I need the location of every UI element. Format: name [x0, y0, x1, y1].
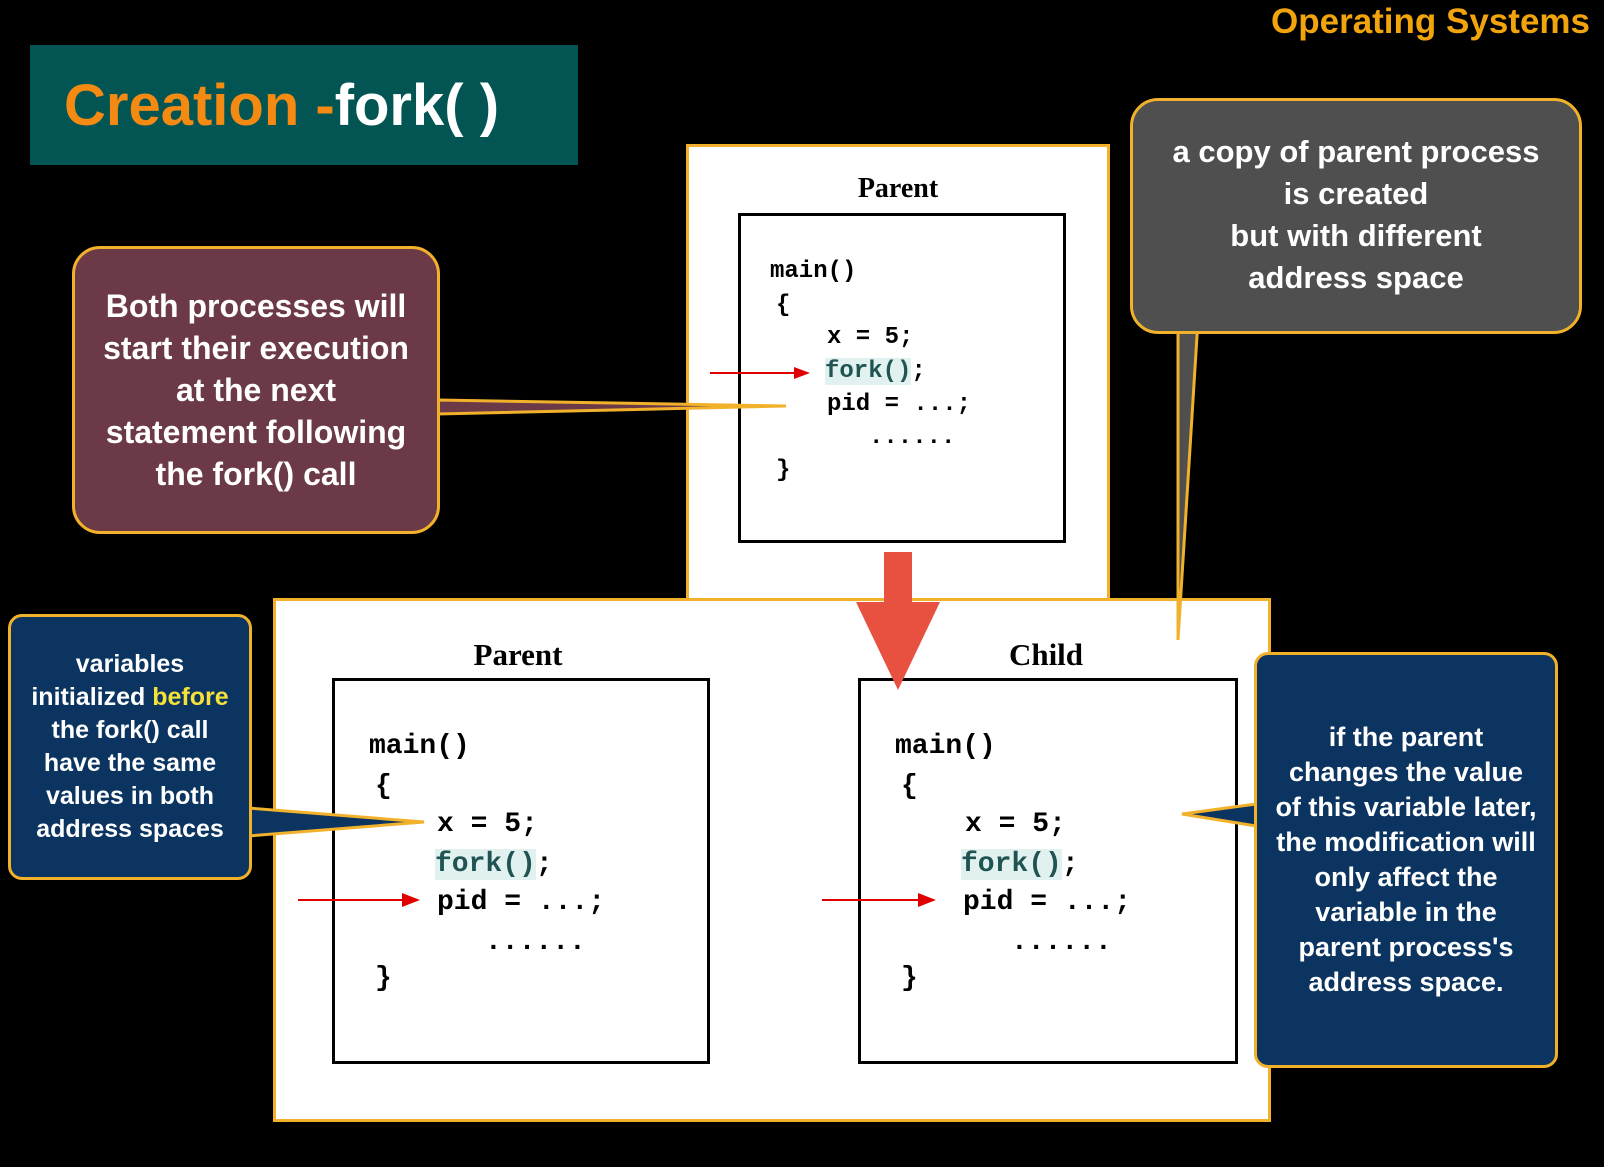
code-pid: pid = ...; [963, 887, 1132, 918]
execution-callout-pointer [436, 398, 787, 416]
code-assign: x = 5; [827, 324, 914, 351]
code-close-brace: } [375, 963, 392, 994]
bottom-child-box: main() { x = 5; fork(); pid = ...; .....… [858, 678, 1238, 1064]
code-open-brace: { [776, 292, 791, 319]
code-dots: ...... [869, 424, 956, 451]
bottom-parent-box: main() { x = 5; fork(); pid = ...; .....… [332, 678, 710, 1064]
course-name: Operating Systems [1271, 2, 1590, 41]
top-process-panel: Parent main() { x = 5; fork(); pid = ...… [686, 144, 1110, 606]
top-pointer-arrow-icon [710, 367, 810, 379]
title-main: Creation - [64, 72, 335, 138]
modification-callout: if the parent changes the value of this … [1254, 652, 1558, 1068]
fork-arrow-icon [856, 552, 940, 690]
code-dots: ...... [485, 927, 586, 958]
variables-callout-pointer [246, 806, 425, 838]
code-close-brace: } [901, 963, 918, 994]
code-main: main() [369, 731, 470, 762]
bottom-child-label: Child [1008, 637, 1084, 672]
code-fork: fork(); [435, 849, 553, 880]
code-fork-call: fork() [435, 849, 536, 880]
bottom-process-panel: Parent main() { x = 5; fork(); pid = ...… [273, 598, 1271, 1122]
copy-callout: a copy of parent process is created but … [1130, 98, 1582, 334]
execution-callout: Both processes will start their executio… [72, 246, 440, 534]
slide-title: Creation - fork( ) [30, 45, 578, 165]
code-open-brace: { [375, 771, 392, 802]
top-process-label: Parent [857, 173, 939, 204]
top-process-box: main() { x = 5; fork(); pid = ...; .....… [738, 213, 1066, 543]
code-fork: fork(); [825, 358, 926, 385]
title-code: fork( ) [334, 72, 500, 138]
variables-callout: variables initialized before the fork() … [8, 614, 252, 880]
code-open-brace: { [901, 771, 918, 802]
code-fork-call: fork() [825, 358, 912, 385]
code-pid: pid = ...; [827, 391, 972, 418]
code-fork-call: fork() [961, 849, 1062, 880]
parent-pointer-arrow-icon [298, 893, 420, 907]
code-pid: pid = ...; [437, 887, 606, 918]
copy-callout-tail [1176, 318, 1200, 641]
code-assign: x = 5; [965, 809, 1066, 840]
code-main: main() [895, 731, 996, 762]
code-fork: fork(); [961, 849, 1079, 880]
keyword-before: before [152, 683, 229, 711]
modification-callout-pointer [1181, 802, 1258, 828]
code-close-brace: } [776, 457, 791, 484]
code-assign: x = 5; [437, 809, 538, 840]
bottom-parent-label: Parent [473, 637, 563, 672]
code-main: main() [770, 258, 857, 285]
code-dots: ...... [1011, 927, 1112, 958]
child-pointer-arrow-icon [822, 893, 936, 907]
